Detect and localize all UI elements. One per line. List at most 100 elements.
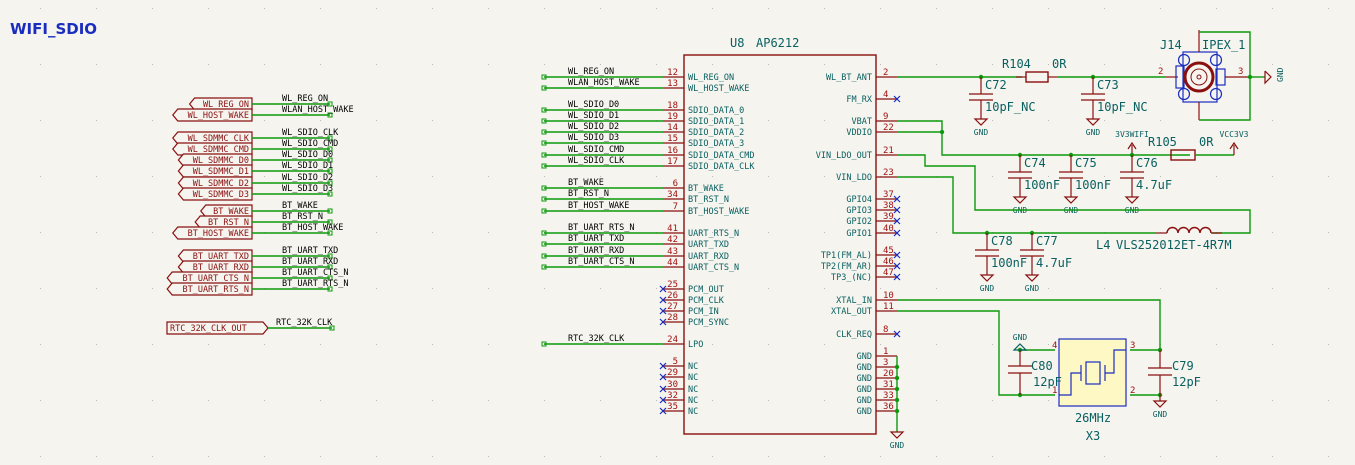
no-connect-stroke xyxy=(659,318,667,326)
pin-number: 13 xyxy=(667,79,678,89)
hier-label-bt-uart-cts-n[interactable]: BT_UART_CTS_NBT_UART_CTS_N xyxy=(166,268,349,285)
gnd-label: GND xyxy=(980,284,995,293)
component-value: 12pF xyxy=(1033,375,1062,389)
gnd-triangle xyxy=(1024,274,1040,282)
grid-dot xyxy=(936,8,937,9)
component-value: 4.7uF xyxy=(1036,256,1072,270)
hier-label-bt-rst-n[interactable]: BT_RST_NBT_RST_N xyxy=(194,212,333,229)
wire-end-marker xyxy=(541,129,547,135)
gnd-triangle xyxy=(973,118,989,126)
junction-dot xyxy=(939,129,945,135)
grid-dot xyxy=(1328,456,1329,457)
grid-dot xyxy=(992,8,993,9)
pin-2-wl-bt-ant[interactable]: 2WL_BT_ANT xyxy=(826,68,897,83)
grid-dot xyxy=(488,232,489,233)
hier-label-bt-uart-rts-n[interactable]: BT_UART_RTS_NBT_UART_RTS_N xyxy=(166,279,349,296)
pin-name: GND xyxy=(857,363,872,373)
pin-name: NC xyxy=(688,373,698,383)
pin-name: SDIO_DATA_2 xyxy=(688,128,744,138)
pin-4-fm-rx[interactable]: 4FM_RX xyxy=(846,90,901,105)
gnd-symbol-icon: GND xyxy=(1124,196,1140,215)
grid-dot xyxy=(320,64,321,65)
grid-dot xyxy=(40,176,41,177)
pin-name: GND xyxy=(857,374,872,384)
wire-end-marker xyxy=(541,208,547,214)
grid-dot xyxy=(1160,120,1161,121)
hierarchical-labels: WL_REG_ONWL_REG_ONWL_HOST_WAKEWLAN_HOST_… xyxy=(166,94,354,335)
